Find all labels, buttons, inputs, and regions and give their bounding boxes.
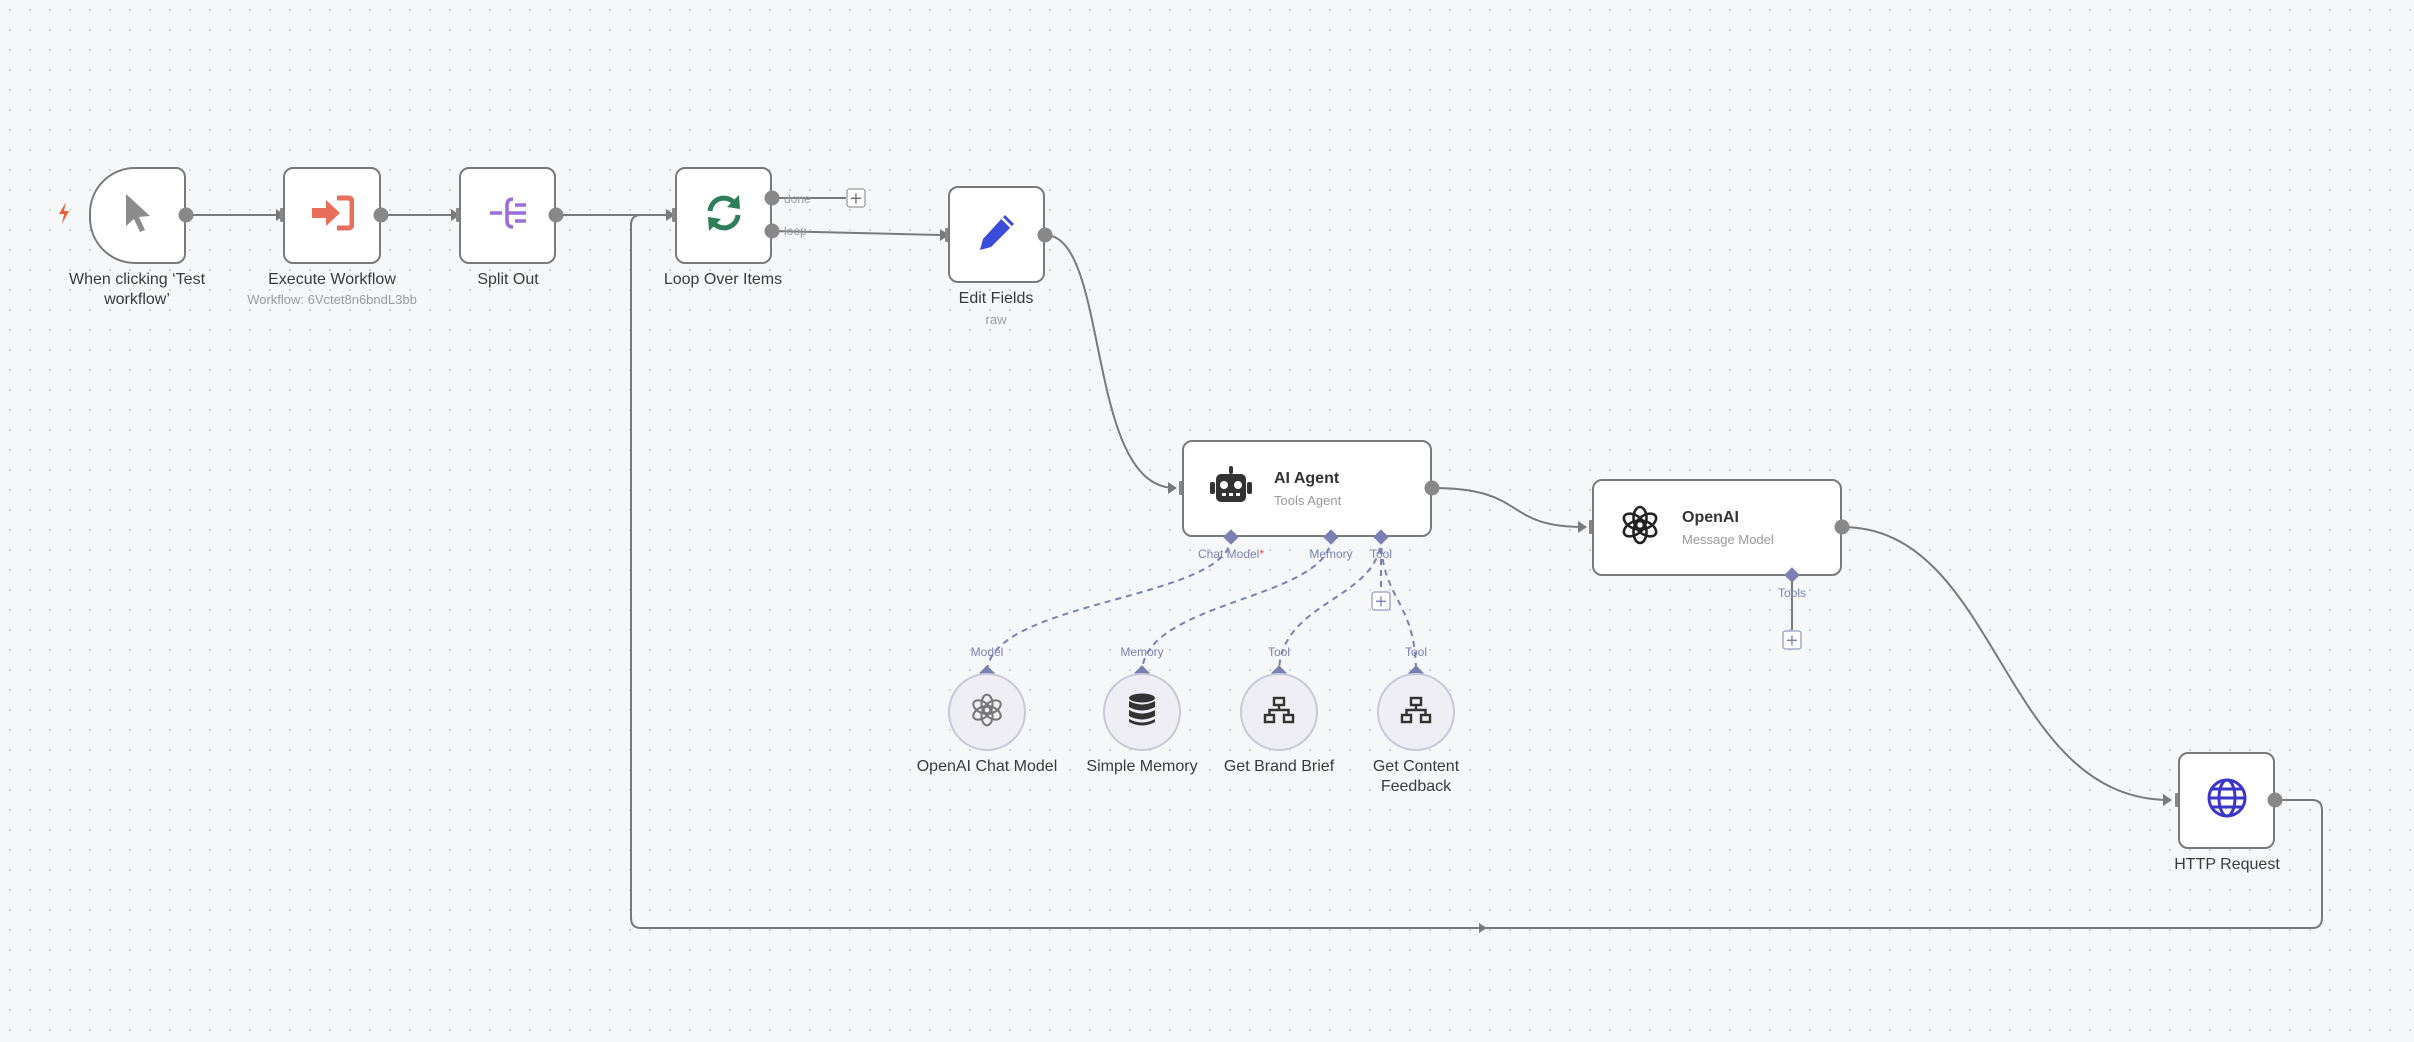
port-label-tool-sub: Tool [1404, 645, 1428, 659]
node-loop-over-items[interactable] [675, 167, 772, 264]
node-label: Get Brand Brief [1223, 758, 1335, 775]
required-marker: * [1259, 547, 1265, 561]
http-output-port[interactable] [2267, 792, 2283, 808]
robot-icon [1210, 466, 1252, 511]
arrow-head-openai [1578, 521, 1587, 533]
node-manual-trigger[interactable] [89, 167, 186, 264]
connection-memory [1141, 536, 1332, 674]
node-title: OpenAI [1682, 508, 1739, 526]
arrow-head-agent [1168, 482, 1177, 494]
node-split-out[interactable] [459, 167, 556, 264]
node-label: When clicking ‘Test workflow’ [68, 271, 206, 308]
node-execute-workflow[interactable] [283, 167, 381, 264]
node-label: Simple Memory [1086, 758, 1198, 775]
arrow-head-loopback [1479, 923, 1487, 933]
loop-done-output-port[interactable] [764, 190, 780, 206]
node-label: Execute Workflow [268, 271, 396, 288]
output-label-done: done [784, 192, 811, 206]
sync-icon [702, 191, 746, 240]
port-label-tool-sub: Tool [1267, 645, 1291, 659]
port-label-memory-sub: Memory [1120, 645, 1164, 659]
cursor-arrow-icon [123, 192, 153, 239]
globe-icon [2206, 777, 2248, 824]
sitemap-icon [1400, 696, 1432, 729]
sign-in-arrow-icon [310, 195, 355, 236]
add-node-after-done-button[interactable]: + [846, 188, 866, 208]
connection-openai-http [1841, 526, 2171, 801]
node-label: Get Content Feedback [1372, 758, 1460, 795]
node-edit-fields[interactable] [948, 186, 1045, 283]
port-label-memory: Memory [1309, 547, 1353, 561]
connection-http-loopback [630, 214, 2323, 929]
node-get-content-feedback[interactable] [1377, 673, 1455, 751]
pen-icon [975, 210, 1019, 259]
node-ai-agent[interactable]: AI Agent Tools Agent [1182, 440, 1432, 537]
add-openai-tool-button[interactable]: + [1782, 630, 1802, 650]
node-openai-chat-model[interactable] [948, 673, 1026, 751]
arrow-head-edit [940, 229, 949, 241]
sitemap-icon [1263, 696, 1295, 729]
connection-agent-openai [1431, 487, 1586, 528]
node-label: Edit Fields [958, 290, 1034, 307]
split-output-port[interactable] [548, 207, 564, 223]
node-label: Loop Over Items [663, 271, 783, 288]
lightning-icon [57, 201, 71, 230]
connection-loop-edit [771, 230, 941, 236]
node-subtitle: Tools Agent [1274, 492, 1342, 508]
node-label: Split Out [477, 271, 539, 288]
edit-output-port[interactable] [1037, 227, 1053, 243]
trigger-output-port[interactable] [178, 207, 194, 223]
port-label-chat-model: Chat Model* [1197, 547, 1265, 561]
node-title: AI Agent [1274, 469, 1340, 487]
split-out-icon [488, 195, 528, 236]
node-get-brand-brief[interactable] [1240, 673, 1318, 751]
openai-logo-icon [1620, 505, 1660, 550]
node-label: HTTP Request [2174, 856, 2280, 873]
agent-output-port[interactable] [1424, 480, 1440, 496]
node-sublabel: raw [985, 312, 1007, 327]
node-sublabel: Workflow: 6Vctet8n6bndL3bb [247, 292, 417, 307]
openai-logo-icon [970, 693, 1004, 732]
port-label-tool: Tool [1369, 547, 1393, 561]
node-simple-memory[interactable] [1103, 673, 1181, 751]
output-label-loop: loop [784, 224, 807, 238]
port-label-tools: Tools [1777, 586, 1807, 600]
connection-tool-content-feedback [1380, 536, 1417, 674]
arrow-head-split [451, 209, 460, 221]
execute-output-port[interactable] [373, 207, 389, 223]
loop-loop-output-port[interactable] [764, 223, 780, 239]
node-openai[interactable]: OpenAI Message Model [1592, 479, 1842, 576]
arrow-head-loop [666, 209, 675, 221]
arrow-head-http [2163, 794, 2172, 806]
port-label-model: Model [970, 645, 1004, 659]
connection-edit-agent [1044, 234, 1176, 489]
node-http-request[interactable] [2178, 752, 2275, 849]
node-subtitle: Message Model [1682, 531, 1774, 547]
add-tool-button[interactable]: + [1371, 591, 1391, 611]
connection-chat-model [986, 536, 1232, 674]
openai-output-port[interactable] [1834, 519, 1850, 535]
database-icon [1127, 693, 1157, 732]
node-label: OpenAI Chat Model [916, 758, 1058, 775]
